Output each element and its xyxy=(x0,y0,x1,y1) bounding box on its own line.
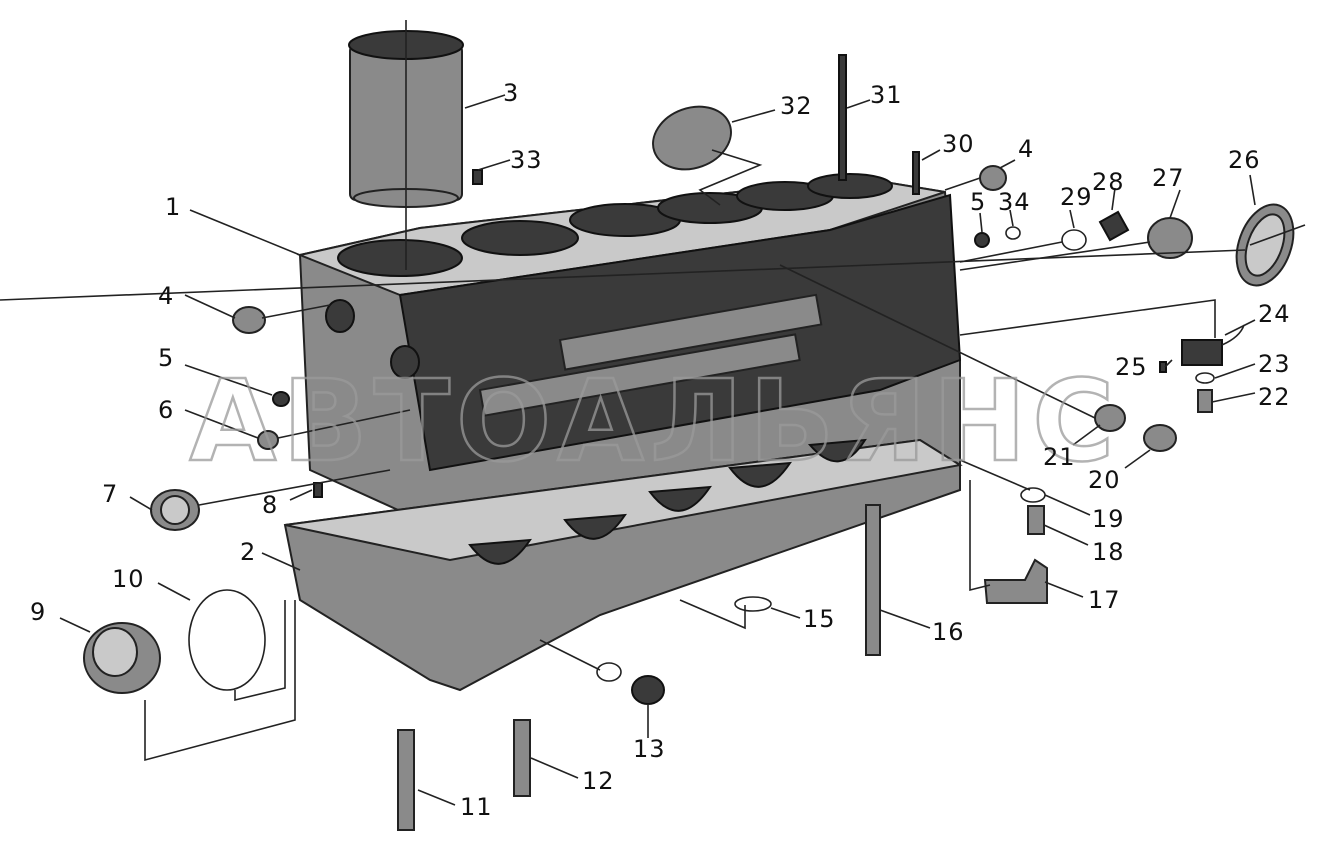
callout-31: 31 xyxy=(870,81,903,109)
callout-3: 3 xyxy=(503,79,519,107)
callout-30: 30 xyxy=(942,130,975,158)
leader-lines xyxy=(0,94,1306,806)
callout-4-left: 4 xyxy=(158,282,174,310)
callout-10: 10 xyxy=(112,565,145,593)
callout-23: 23 xyxy=(1258,350,1291,378)
callout-4-right: 4 xyxy=(1018,135,1034,163)
watermark: АВТОАЛЬЯНС xyxy=(190,357,1121,487)
callout-24: 24 xyxy=(1258,300,1291,328)
round-cover xyxy=(652,105,732,171)
plug-small xyxy=(912,151,920,195)
plug-upper xyxy=(472,169,483,185)
callout-8: 8 xyxy=(262,491,278,519)
callout-20: 20 xyxy=(1088,466,1121,494)
callout-22: 22 xyxy=(1258,383,1291,411)
callout-28: 28 xyxy=(1092,168,1125,196)
stud xyxy=(838,54,847,181)
right-side-parts xyxy=(974,165,1295,452)
callout-1: 1 xyxy=(165,193,181,221)
callout-21: 21 xyxy=(1043,443,1076,471)
callout-5-left: 5 xyxy=(158,344,174,372)
callout-19: 19 xyxy=(1092,505,1125,533)
callout-27: 27 xyxy=(1152,164,1185,192)
callout-9: 9 xyxy=(30,598,46,626)
cylinder-liner xyxy=(348,20,464,270)
callout-7: 7 xyxy=(102,480,118,508)
callout-17: 17 xyxy=(1088,586,1121,614)
lower-right-parts xyxy=(734,480,1048,656)
lower-crankcase xyxy=(283,438,963,692)
callout-2: 2 xyxy=(240,538,256,566)
callout-16: 16 xyxy=(932,618,965,646)
callout-15: 15 xyxy=(803,605,836,633)
callout-11: 11 xyxy=(460,793,493,821)
callout-33: 33 xyxy=(510,146,543,174)
callout-18: 18 xyxy=(1092,538,1125,566)
callout-12: 12 xyxy=(582,767,615,795)
callout-labels: 1 2 3 4 4 5 5 6 7 8 9 10 11 12 13 15 16 … xyxy=(30,79,1291,821)
callout-32: 32 xyxy=(780,92,813,120)
cylinder-block xyxy=(296,173,962,537)
callout-25: 25 xyxy=(1115,353,1148,381)
callout-29: 29 xyxy=(1060,183,1093,211)
callout-6: 6 xyxy=(158,396,174,424)
callout-26: 26 xyxy=(1228,146,1261,174)
callout-13: 13 xyxy=(633,735,666,763)
callout-5-right: 5 xyxy=(970,188,986,216)
callout-34: 34 xyxy=(998,188,1031,216)
